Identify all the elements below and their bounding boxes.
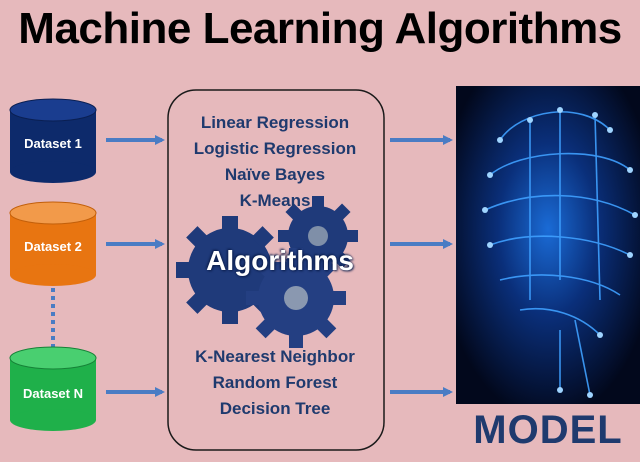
dataset-1-label: Dataset 1 [24,136,82,151]
algorithm-item: Linear Regression [200,113,350,132]
algorithm-list-top: Linear Regression Logistic Regression Na… [170,110,380,214]
algorithm-item: K-Means [239,191,311,210]
algorithm-item: Random Forest [212,373,338,392]
algorithm-item: Decision Tree [219,399,331,418]
model-label: MODEL [473,408,623,452]
dataset-2-label: Dataset 2 [24,239,82,254]
diagram-title: Machine Learning Algorithms [18,4,622,53]
dataset-2-cylinder: Dataset 2 [9,201,97,286]
dataset-n-label: Dataset N [23,386,83,401]
algorithm-item: Logistic Regression [193,139,357,158]
dataset-1-cylinder: Dataset 1 [9,98,97,183]
algorithms-box [167,89,385,451]
gears-icon [176,196,358,348]
dataset-n-cylinder: Dataset N [9,346,97,431]
ai-brain-circuit-image [456,86,640,404]
algorithm-list-bottom: K-Nearest Neighbor Random Forest Decisio… [170,344,380,422]
algorithms-gear-label: Algorithms [206,245,354,276]
algorithm-item: K-Nearest Neighbor [195,347,355,366]
algorithm-item: Naïve Bayes [224,165,326,184]
